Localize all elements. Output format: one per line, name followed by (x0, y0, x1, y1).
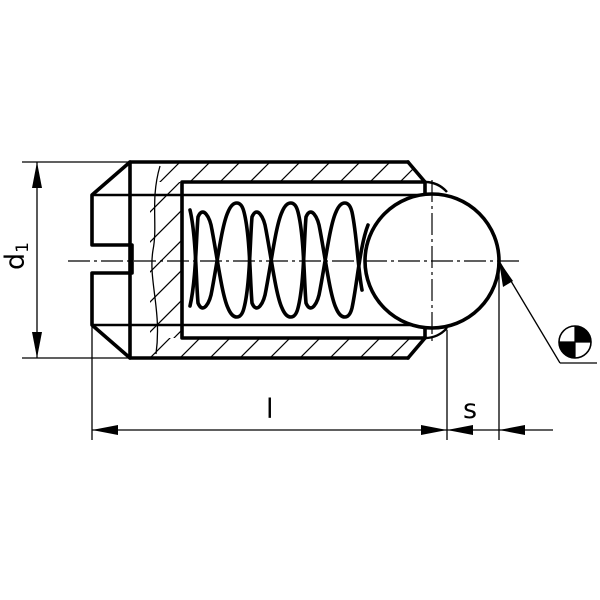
center-lines (68, 180, 520, 345)
length-dimension (91, 325, 448, 440)
length-label: l (266, 394, 274, 425)
diameter-dimension (22, 161, 130, 359)
compression-spring (188, 201, 370, 319)
leader-line (498, 260, 597, 364)
bottom-wall-hatching (139, 338, 425, 358)
diameter-label: d1 (0, 242, 33, 270)
stroke-label: s (463, 394, 477, 425)
left-wall-hatching (150, 182, 182, 338)
stroke-dimension (447, 263, 553, 440)
center-of-gravity-icon (558, 325, 592, 359)
top-wall-hatching (139, 162, 425, 182)
